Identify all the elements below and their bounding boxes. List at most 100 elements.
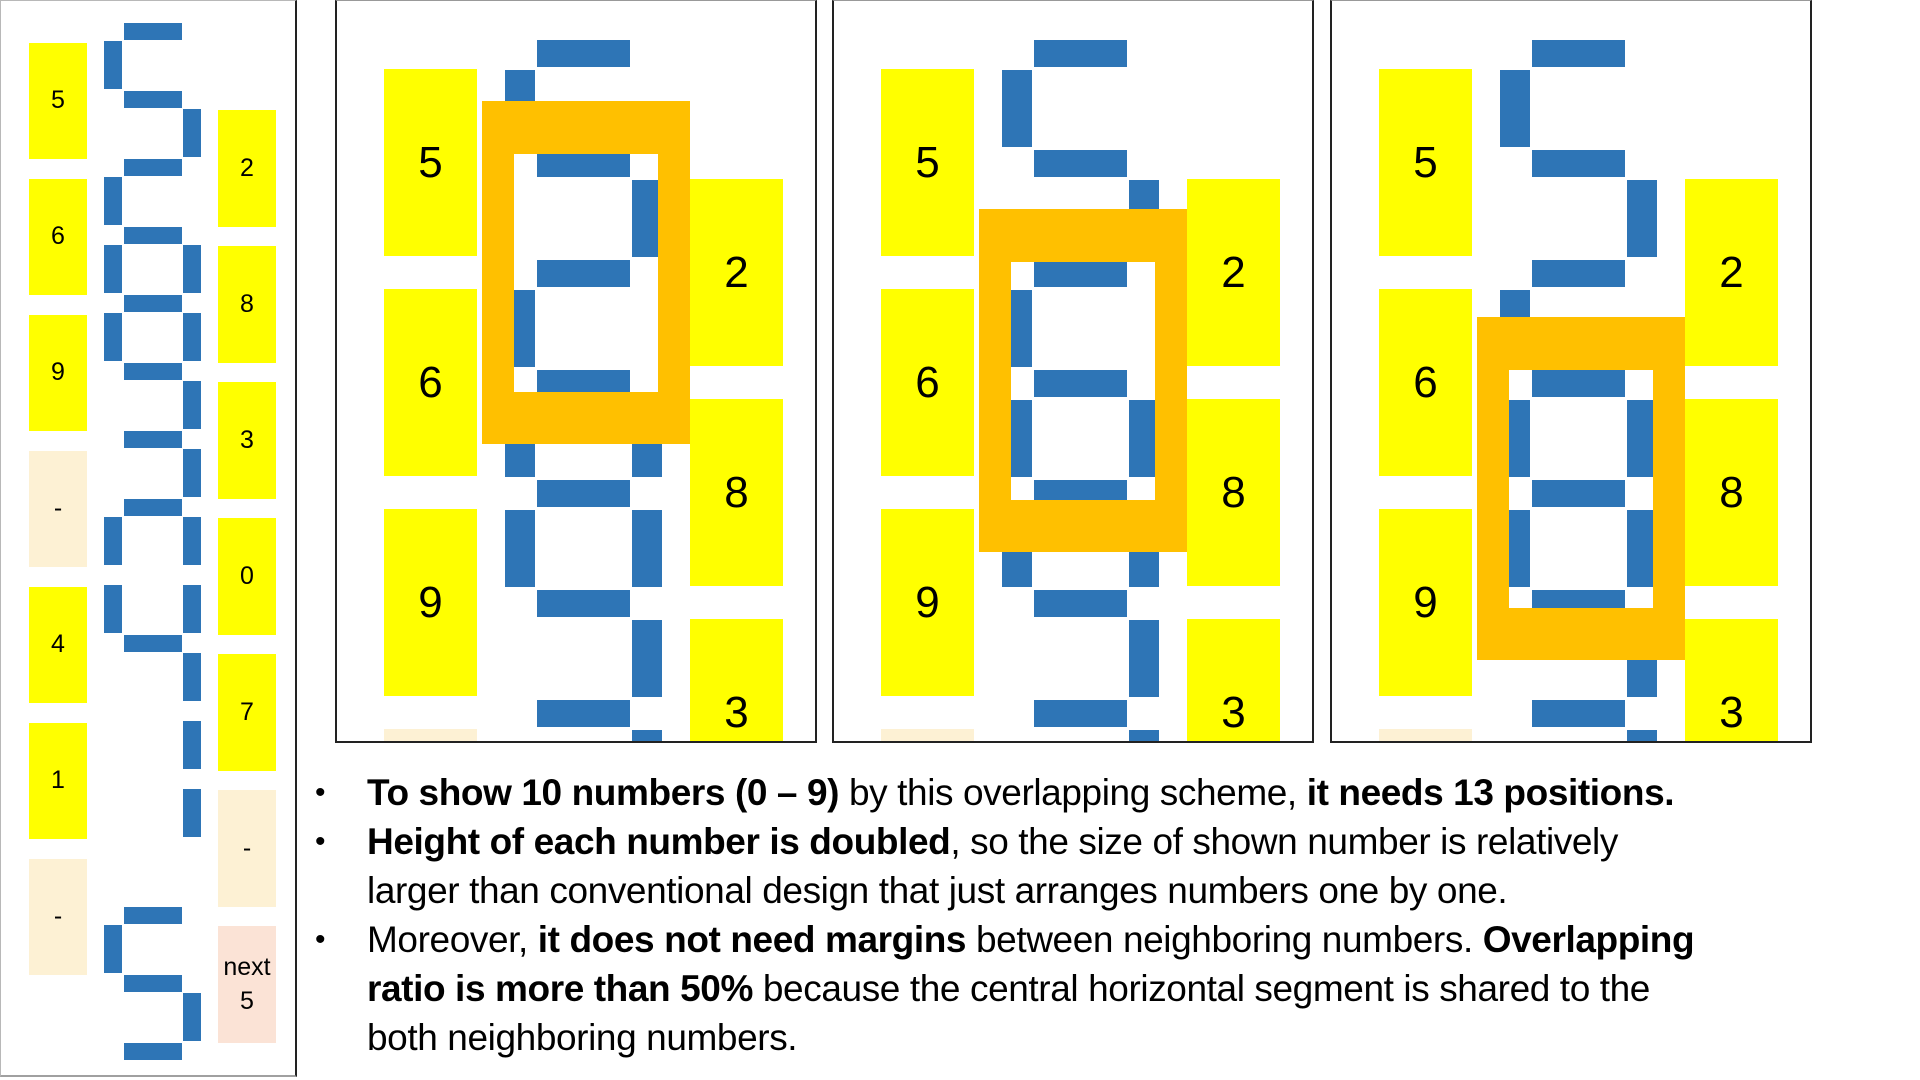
right-number-box: 2	[690, 179, 783, 366]
horizontal-segment	[537, 590, 630, 617]
right-number-box: 8	[218, 246, 276, 363]
right-number-box: 7	[218, 654, 276, 771]
right-vertical-segment	[183, 245, 201, 293]
horizontal-segment	[1034, 700, 1127, 727]
horizontal-segment	[124, 1043, 182, 1060]
left-number-box: 6	[881, 289, 974, 476]
right-number-box: 2	[218, 110, 276, 227]
horizontal-segment	[1034, 260, 1127, 287]
right-number-box: 8	[1685, 399, 1778, 586]
horizontal-segment	[124, 363, 182, 380]
horizontal-segment	[124, 159, 182, 176]
horizontal-segment	[124, 227, 182, 244]
right-vertical-segment	[183, 381, 201, 429]
emphasized-text: Height of each number is doubled	[367, 821, 951, 862]
left-vertical-segment	[104, 41, 122, 89]
right-vertical-segment	[1627, 730, 1657, 741]
horizontal-segment	[1532, 480, 1625, 507]
left-number-box: 5	[384, 69, 477, 256]
highlight-frame-digit-6	[979, 209, 1187, 552]
left-number-box: 9	[29, 315, 87, 431]
right-vertical-segment	[1627, 510, 1657, 587]
horizontal-segment	[1034, 150, 1127, 177]
left-number-box: -	[29, 859, 87, 975]
horizontal-segment	[124, 431, 182, 448]
right-number-box: 0	[218, 518, 276, 635]
horizontal-segment	[124, 907, 182, 924]
right-vertical-segment	[183, 789, 201, 837]
right-vertical-segment	[632, 730, 662, 741]
horizontal-segment	[1532, 150, 1625, 177]
left-vertical-segment	[1002, 70, 1032, 147]
left-number-box: 9	[881, 509, 974, 696]
right-vertical-segment	[183, 721, 201, 769]
horizontal-segment	[537, 150, 630, 177]
left-number-box	[1379, 729, 1472, 741]
horizontal-segment	[124, 499, 182, 516]
left-number-box: 5	[29, 43, 87, 159]
left-vertical-segment	[505, 510, 535, 587]
emphasized-text: it does not need margins	[537, 919, 967, 960]
horizontal-segment	[1532, 700, 1625, 727]
horizontal-segment	[1532, 370, 1625, 397]
emphasized-text: To show 10 numbers (0 – 9)	[367, 772, 840, 813]
bullet-3-line-3: both neighboring numbers.	[310, 1013, 1910, 1062]
body-text: larger than conventional design that jus…	[367, 870, 1508, 911]
left-vertical-segment	[104, 585, 122, 633]
bullet-3-line-1: • Moreover, it does not need margins betw…	[310, 915, 1910, 964]
right-vertical-segment	[183, 585, 201, 633]
right-number-box: 2	[1685, 179, 1778, 366]
right-vertical-segment	[1627, 400, 1657, 477]
right-vertical-segment	[1129, 620, 1159, 697]
horizontal-segment	[1034, 590, 1127, 617]
left-number-box: 4	[29, 587, 87, 703]
right-vertical-segment	[632, 180, 662, 257]
left-vertical-segment	[104, 925, 122, 973]
bullet-2-line-1: •Height of each number is doubled, so th…	[310, 817, 1910, 866]
bullet-1-line-1: • To show 10 numbers (0 – 9) by this over…	[310, 768, 1910, 817]
left-number-box: 9	[1379, 509, 1472, 696]
horizontal-segment	[124, 91, 182, 108]
left-number-box: -	[29, 451, 87, 567]
right-number-box: 2	[1187, 179, 1280, 366]
highlight-frame-digit-8	[1477, 317, 1685, 660]
bullet-3-line-2: ratio is more than 50% because the centr…	[310, 964, 1910, 1013]
left-number-box: 5	[881, 69, 974, 256]
left-number-box: 9	[384, 509, 477, 696]
right-vertical-segment	[183, 449, 201, 497]
emphasized-text: ratio is more than 50%	[367, 968, 753, 1009]
horizontal-segment	[124, 975, 182, 992]
bullet-dot-icon: •	[314, 923, 326, 956]
right-vertical-segment	[1627, 180, 1657, 257]
emphasized-text: it needs 13 positions.	[1306, 772, 1675, 813]
left-number-box: 6	[29, 179, 87, 295]
horizontal-segment	[537, 40, 630, 67]
bullet-2-line-2: larger than conventional design that jus…	[310, 866, 1910, 915]
horizontal-segment	[537, 700, 630, 727]
horizontal-segment	[124, 635, 182, 652]
right-vertical-segment	[632, 510, 662, 587]
horizontal-segment	[124, 295, 182, 312]
horizontal-segment	[1034, 370, 1127, 397]
body-text: because the central horizontal segment i…	[753, 968, 1651, 1009]
right-number-box: -	[218, 790, 276, 907]
body-text: between neighboring numbers.	[966, 919, 1483, 960]
left-number-box: 5	[1379, 69, 1472, 256]
horizontal-segment	[537, 480, 630, 507]
right-number-box: 8	[1187, 399, 1280, 586]
horizontal-segment	[1532, 260, 1625, 287]
body-text: Moreover,	[367, 919, 538, 960]
right-number-box: 8	[690, 399, 783, 586]
bullet-dot-icon: •	[314, 776, 326, 809]
left-vertical-segment	[104, 313, 122, 361]
body-text: by this overlapping scheme,	[839, 772, 1307, 813]
horizontal-segment	[537, 260, 630, 287]
right-vertical-segment	[183, 517, 201, 565]
right-vertical-segment	[1129, 730, 1159, 741]
right-vertical-segment	[1129, 400, 1159, 477]
horizontal-segment	[1532, 40, 1625, 67]
